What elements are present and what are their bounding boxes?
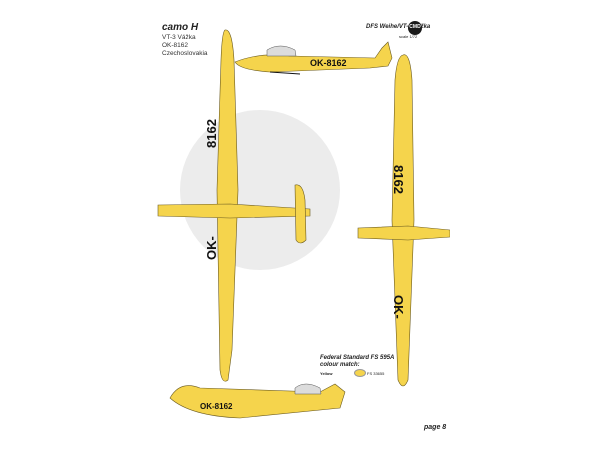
fs-title: Federal Standard FS 595A xyxy=(320,355,395,361)
scale-text: scale 1/72 xyxy=(399,34,418,39)
aircraft-drawing: OK-8162 OK-8162 8162 OK- 8162 OK- xyxy=(157,29,450,419)
wing-prefix-top: OK- xyxy=(204,236,219,260)
bottom-view xyxy=(357,54,450,387)
model-name: VT-3 Vážka xyxy=(162,34,196,41)
cmd-logo-icon: CMD xyxy=(408,21,422,35)
right-title: DFS Weihe/VT-3 Vážka xyxy=(366,24,431,30)
wing-prefix-bottom: OK- xyxy=(391,295,406,319)
side-registration-bottom: OK-8162 xyxy=(200,402,233,411)
top-view xyxy=(157,29,311,382)
page-label: page 8 xyxy=(424,424,447,431)
side-view-top xyxy=(234,41,393,75)
wing-number-top: 8162 xyxy=(204,119,219,148)
fs-colour-name: Yellow xyxy=(320,371,333,376)
colour-swatch xyxy=(354,369,366,377)
side-registration-top: OK-8162 xyxy=(310,58,347,68)
fs-subtitle: colour match: xyxy=(320,362,360,368)
logo-text: CMD xyxy=(409,24,421,30)
camo-title: camo H xyxy=(162,22,199,33)
registration-text: OK-8162 xyxy=(162,42,189,49)
side-view-bottom xyxy=(169,383,346,419)
country-text: Czechoslovakia xyxy=(162,50,208,57)
profile-sheet: OK-8162 OK-8162 8162 OK- 8162 OK- camo H… xyxy=(120,0,450,450)
fs-code: FS 33655 xyxy=(367,371,385,376)
wing-number-bottom: 8162 xyxy=(391,165,406,194)
